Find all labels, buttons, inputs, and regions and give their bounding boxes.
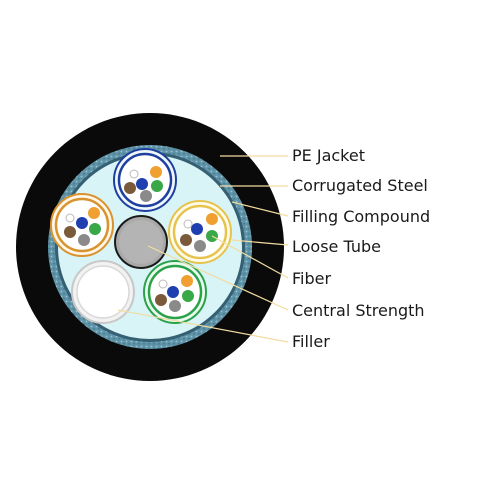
central-strength-member bbox=[114, 215, 168, 269]
label-filler: Filler bbox=[292, 332, 330, 351]
loose-tube-yellow bbox=[168, 200, 232, 264]
label-corrugated-steel: Corrugated Steel bbox=[292, 176, 428, 195]
leader-filler bbox=[117, 309, 289, 343]
label-central-strength: Central Strength bbox=[292, 301, 425, 320]
label-filling-compound: Filling Compound bbox=[292, 207, 430, 226]
leader-loose-tube bbox=[231, 239, 289, 246]
label-fiber: Fiber bbox=[292, 269, 331, 288]
filler-rod bbox=[71, 260, 135, 324]
leader-fiber bbox=[211, 235, 289, 279]
loose-tube-orange bbox=[50, 193, 114, 257]
loose-tube-green bbox=[143, 260, 207, 324]
leader-filling-compound bbox=[231, 201, 289, 217]
label-loose-tube: Loose Tube bbox=[292, 237, 381, 256]
loose-tube-blue bbox=[113, 148, 177, 212]
leader-lines bbox=[117, 155, 289, 343]
leader-central-strength bbox=[147, 245, 289, 311]
label-pe-jacket: PE Jacket bbox=[292, 146, 365, 165]
